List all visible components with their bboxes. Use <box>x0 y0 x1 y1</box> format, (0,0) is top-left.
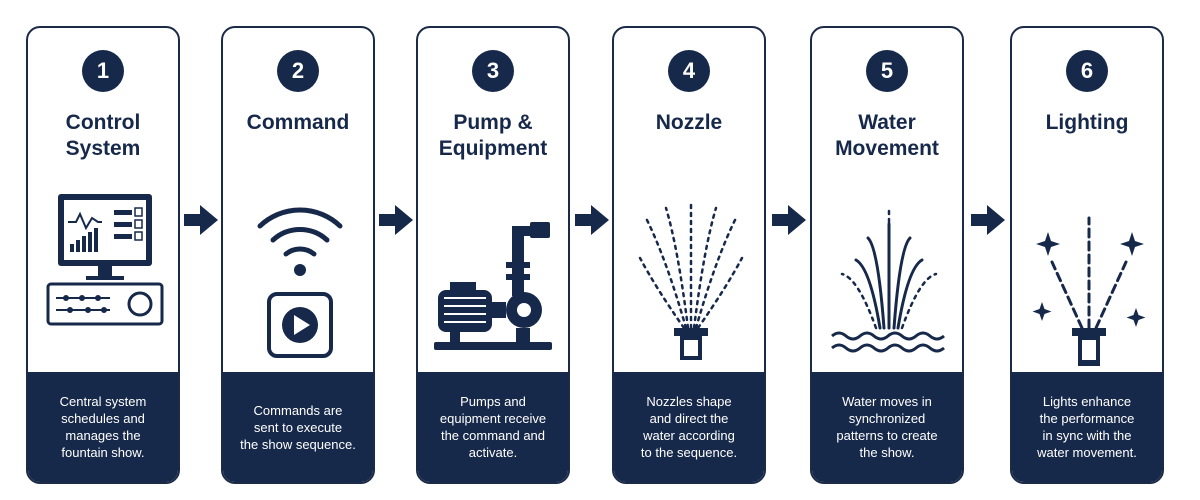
step-title: Control System <box>65 111 141 160</box>
step-description: Nozzles shape and direct the water accor… <box>614 372 764 482</box>
nozzle-icon <box>638 198 744 360</box>
step-card-command: 2 Command Commands are sent to execute t… <box>221 26 375 484</box>
step-title: Water Movement <box>835 111 939 160</box>
step-card-nozzle: 4 Nozzle Nozzles shape and direct the wa… <box>612 26 766 484</box>
arrow-right-icon <box>772 205 806 235</box>
control-panel-icon <box>46 194 164 326</box>
step-number: 3 <box>472 50 514 92</box>
pump-icon <box>434 222 552 350</box>
step-title: Pump & Equipment <box>438 111 548 160</box>
step-number: 5 <box>866 50 908 92</box>
step-number: 1 <box>82 50 124 92</box>
step-card-pump-equipment: 3 Pump & Equipment Pumps and equipment r… <box>416 26 570 484</box>
step-number: 6 <box>1066 50 1108 92</box>
step-description: Pumps and equipment receive the command … <box>418 372 568 482</box>
arrow-right-icon <box>575 205 609 235</box>
step-title: Command <box>246 111 350 134</box>
step-number: 2 <box>277 50 319 92</box>
step-description: Lights enhance the performance in sync w… <box>1012 372 1162 482</box>
arrow-right-icon <box>379 205 413 235</box>
step-card-lighting: 6 Lighting Lights enhance the performanc… <box>1010 26 1164 484</box>
arrow-right-icon <box>971 205 1005 235</box>
wireless-command-icon <box>257 207 343 358</box>
lighting-icon <box>1032 216 1146 366</box>
step-description: Central system schedules and manages the… <box>28 372 178 482</box>
step-number: 4 <box>668 50 710 92</box>
step-title: Nozzle <box>655 111 723 134</box>
step-card-water-movement: 5 Water Movement Water moves in synchron… <box>810 26 964 484</box>
step-title: Lighting <box>1045 111 1129 134</box>
step-description: Water moves in synchronized patterns to … <box>812 372 962 482</box>
step-card-control-system: 1 Control System Central system schedule… <box>26 26 180 484</box>
water-movement-icon <box>831 208 945 353</box>
step-description: Commands are sent to execute the show se… <box>223 372 373 482</box>
arrow-right-icon <box>184 205 218 235</box>
